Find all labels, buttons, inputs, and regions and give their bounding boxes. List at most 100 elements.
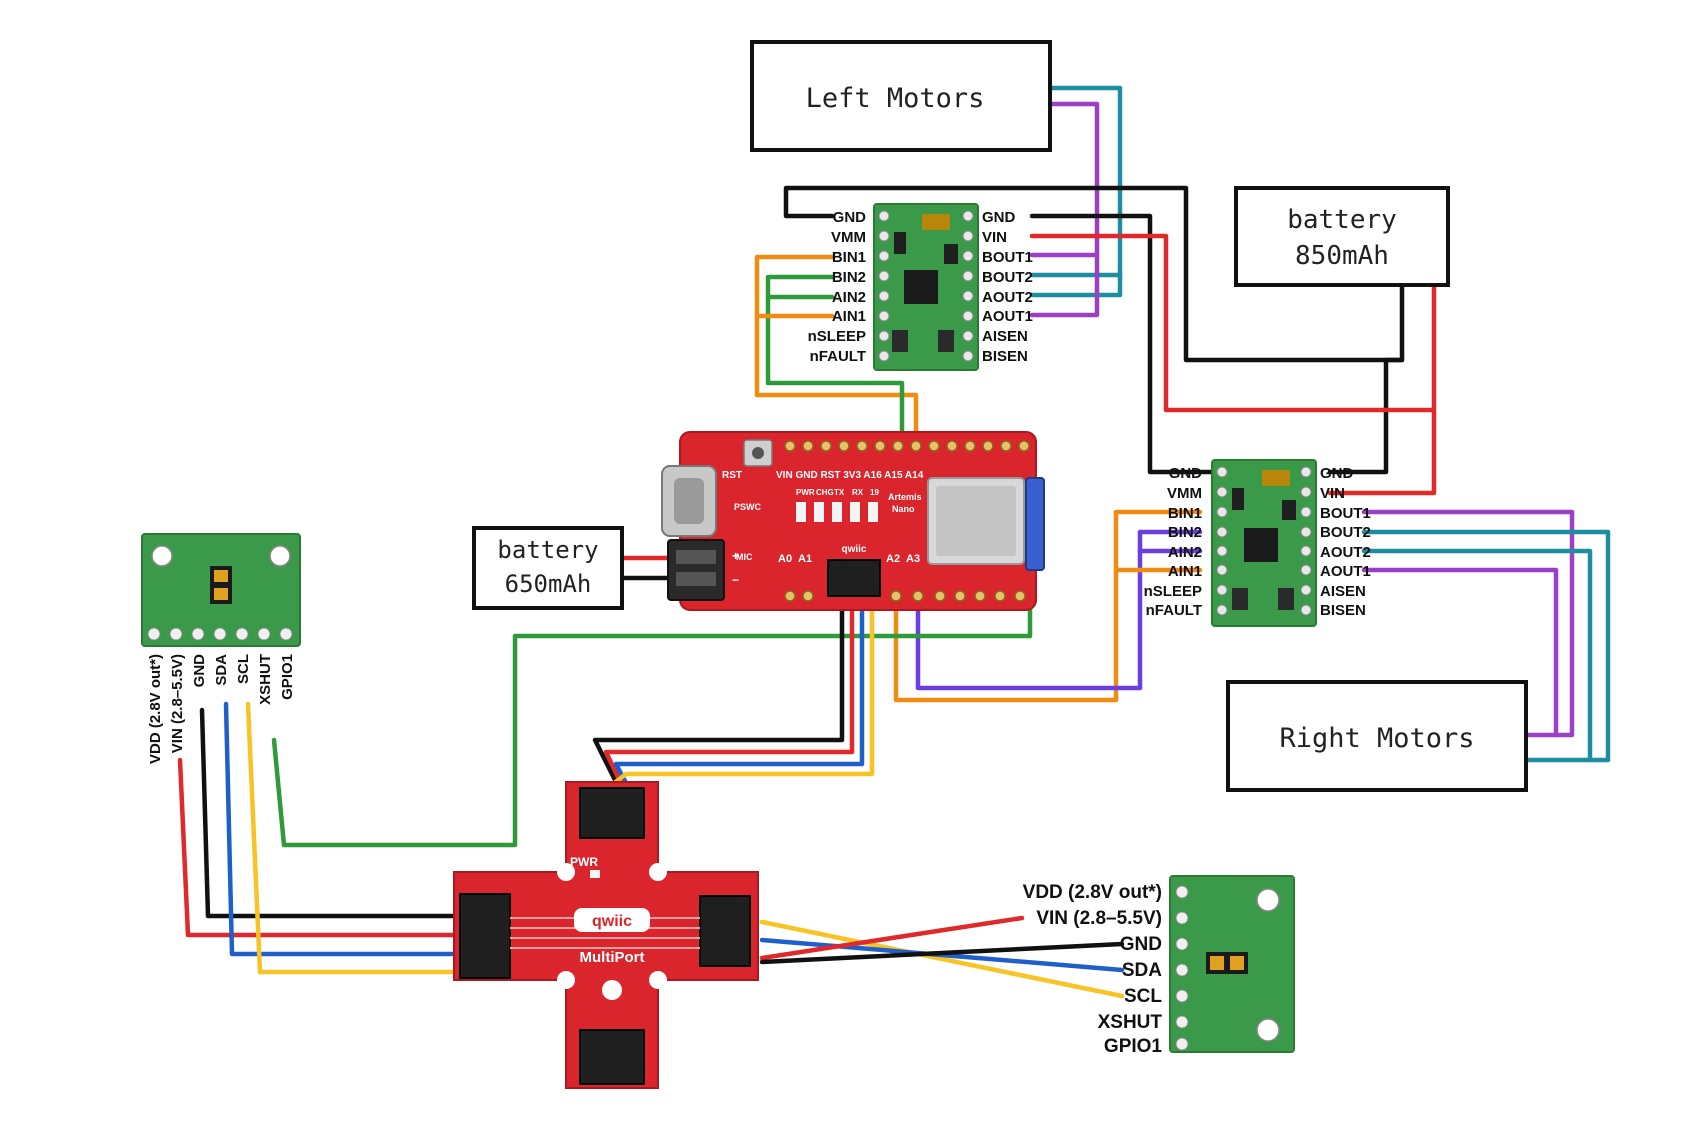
- multiport-traces: [510, 917, 700, 949]
- board-plus-label: +: [732, 549, 739, 563]
- wire-black-driver1-gnd-loop: [783, 185, 1405, 363]
- qwiic-multiport: PWR qwiic MultiPort: [453, 781, 759, 1089]
- left-motors-label: Left Motors: [806, 83, 985, 114]
- wire-red-battery850: [1327, 282, 1437, 496]
- wire-teal-left-motor-2: [1029, 272, 1123, 298]
- driver-right-pin-bin2: BIN2: [1168, 524, 1202, 541]
- multiport-pwr-label: PWR: [570, 855, 598, 869]
- driver-right-pin-aisen: AISEN: [1320, 583, 1366, 600]
- driver-top-pin-vmm: VMM: [831, 229, 866, 246]
- tof-right-pin-labels: VDD (2.8V out*) VIN (2.8–5.5V) GND SDA S…: [1023, 882, 1163, 1057]
- driver-right-right-pin-labels: GND VIN BOUT1 BOUT2 AOUT2 AOUT1 AISEN BI…: [1320, 465, 1371, 619]
- board-qwiic-connector: [827, 559, 881, 597]
- driver-right-pin-ain1: AIN1: [1168, 563, 1202, 580]
- multiport-pwr-led: [590, 870, 600, 878]
- right-motors-label: Right Motors: [1279, 723, 1474, 754]
- wire-red-left-tof-vin: [177, 757, 457, 938]
- wire-black-battery850: [1327, 282, 1405, 475]
- driver-top-pin-bin1: BIN1: [832, 249, 866, 266]
- board-nano-label: Nano: [892, 504, 915, 514]
- multiport-mount-holes: [557, 863, 667, 989]
- wire-red-driver1-vin: [1029, 233, 1437, 413]
- wire-blue-left-tof-sda: [223, 701, 457, 957]
- wire-purple-right-aout1: [1361, 567, 1559, 738]
- board-pswc-label: PSWC: [734, 502, 762, 512]
- wire-black-left-tof-gnd: [199, 707, 457, 919]
- driver-right-pin-aout2: AOUT2: [1320, 544, 1371, 561]
- driver-right-pin-gnd-r: GND: [1320, 465, 1354, 482]
- driver-top-pin-aout2: AOUT2: [982, 289, 1033, 306]
- driver-top-pin-holes: [878, 210, 974, 362]
- tof-left-pin-scl: SCL: [235, 654, 252, 684]
- tof-right-pin-holes: [1175, 885, 1189, 1051]
- battery-650-label-line2: 650mAh: [505, 570, 592, 598]
- multiport-connector-top: [579, 787, 645, 839]
- board-pwr-label: PWR: [796, 488, 815, 497]
- driver-top-pin-nfault: nFAULT: [810, 348, 866, 365]
- driver-top-pin-bisen: BISEN: [982, 348, 1028, 365]
- board-header-top-label: VIN GND RST 3V3 A16 A15 A14: [776, 470, 924, 481]
- driver-right-pin-bout2: BOUT2: [1320, 524, 1371, 541]
- board-artemis-label: Artemis: [888, 492, 922, 502]
- driver-top-pin-ain2: AIN2: [832, 289, 866, 306]
- tof-right-pin-scl: SCL: [1124, 986, 1162, 1007]
- battery-850-label-line2: 850mAh: [1295, 241, 1389, 271]
- wire-purple-left-motor-2: [1029, 252, 1100, 318]
- wire-red-right-tof-vin: [759, 915, 1025, 961]
- driver-right-pin-vmm: VMM: [1167, 485, 1202, 502]
- driver-right-left-pin-labels: GND VMM BIN1 BIN2 AIN2 AIN1 nSLEEP nFAUL…: [1144, 465, 1203, 619]
- driver-right-pin-holes: [1216, 466, 1312, 616]
- wire-purple-left-motor: [1029, 101, 1100, 258]
- tof-left-pin-vin: VIN (2.8–5.5V): [169, 654, 186, 753]
- board-status-leds: [796, 502, 878, 522]
- driver-top-pin-nsleep: nSLEEP: [808, 328, 866, 345]
- tof-right-pin-gpio1: GPIO1: [1104, 1036, 1163, 1057]
- tof-right-pin-xshut: XSHUT: [1098, 1012, 1163, 1033]
- wire-teal-left-motor: [1029, 85, 1123, 278]
- driver-right-pin-ain2: AIN2: [1168, 544, 1202, 561]
- driver-top-pin-bout2: BOUT2: [982, 269, 1033, 286]
- wire-yellow-left-tof-scl: [245, 701, 457, 975]
- wire-orange-driver2-bin1: [893, 509, 1203, 703]
- driver-right-pin-gnd: GND: [1169, 465, 1203, 482]
- driver-right-pin-nfault: nFAULT: [1146, 602, 1202, 619]
- tof-left-pin-gnd: GND: [191, 654, 208, 688]
- tof-right-pin-vin: VIN (2.8–5.5V): [1036, 908, 1162, 929]
- driver-right-pin-vin: VIN: [1320, 485, 1345, 502]
- wire-black-driver1-gnd: [1029, 213, 1233, 475]
- multiport-connector-bottom: [579, 1029, 645, 1085]
- driver-top-pin-bin2: BIN2: [832, 269, 866, 286]
- wire-teal-right-bout2: [1361, 529, 1611, 763]
- driver-top-pin-aisen: AISEN: [982, 328, 1028, 345]
- artemis-nano-board: RST + − VIN GND RST 3V3 A16 A15 A14 PSWC…: [661, 431, 1045, 611]
- driver-top-right-pin-labels: GND VIN BOUT1 BOUT2 AOUT2 AOUT1 AISEN BI…: [982, 209, 1033, 365]
- board-rx-label: RX: [852, 488, 864, 497]
- motor-driver-top: GND VMM BIN1 BIN2 AIN2 AIN1 nSLEEP nFAUL…: [808, 203, 1033, 371]
- multiport-sparkfun-logo: [602, 980, 622, 1000]
- battery-650-box: battery 650mAh: [472, 526, 624, 610]
- board-a2-label: A2: [886, 553, 900, 565]
- tof-right-pin-gnd: GND: [1120, 934, 1162, 955]
- board-mic-label: MIC: [736, 552, 753, 562]
- driver-right-pin-nsleep: nSLEEP: [1144, 583, 1202, 600]
- motor-driver-right: GND VMM BIN1 BIN2 AIN2 AIN1 nSLEEP nFAUL…: [1144, 459, 1371, 627]
- multiport-connector-right: [699, 895, 751, 967]
- driver-right-pin-bout1: BOUT1: [1320, 505, 1371, 522]
- board-tx-label: TX: [834, 488, 845, 497]
- tof-left-pin-sda: SDA: [213, 654, 230, 686]
- wire-purple-right-bout1: [1361, 509, 1575, 738]
- left-motors-box: Left Motors: [750, 40, 1052, 152]
- battery-850-box: battery 850mAh: [1234, 186, 1450, 287]
- tof-right-pin-vdd: VDD (2.8V out*): [1023, 882, 1162, 903]
- multiport-connector-left: [459, 893, 511, 979]
- board-bottom-header: [784, 590, 1026, 602]
- board-qwiic-label: qwiic: [841, 544, 866, 555]
- board-minus-label: −: [732, 573, 739, 587]
- board-a1-label: A1: [798, 553, 812, 565]
- driver-top-pin-gnd-r: GND: [982, 209, 1016, 226]
- driver-right-pin-bisen: BISEN: [1320, 602, 1366, 619]
- wire-black-right-tof-gnd: [759, 941, 1125, 965]
- battery-650-label-line1: battery: [497, 536, 598, 564]
- wire-green-bin2: [765, 274, 905, 443]
